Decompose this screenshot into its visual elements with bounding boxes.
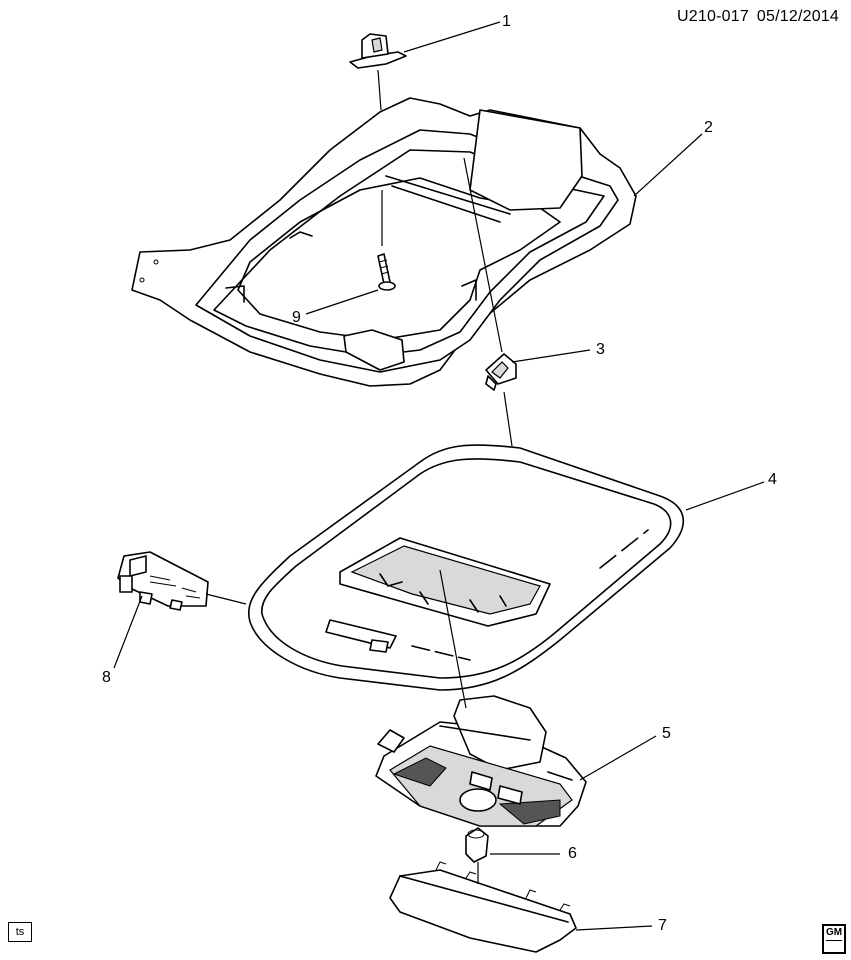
diagram-date: 05/12/2014 <box>756 8 839 25</box>
part-2-frame <box>131 97 637 387</box>
callout-4: 4 <box>768 471 777 488</box>
part-9-screw <box>377 253 396 291</box>
callout-3: 3 <box>596 341 605 358</box>
callout-leaders <box>113 21 765 931</box>
callout-2: 2 <box>704 119 713 136</box>
diagram-code: U210-017 <box>677 8 749 25</box>
part-8-switch <box>117 551 209 611</box>
part-7-lens <box>389 861 577 953</box>
part-6-bulb <box>465 827 489 863</box>
callout-1: 1 <box>502 13 511 30</box>
ts-label-box: ts <box>8 922 32 942</box>
callout-9: 9 <box>292 309 301 326</box>
callout-7: 7 <box>658 917 667 934</box>
part-5-dome-lamp <box>375 695 587 827</box>
header-code: U210-017 05/12/2014 <box>669 8 839 26</box>
part-4-trim-panel <box>248 444 685 691</box>
callout-8: 8 <box>102 669 111 686</box>
part-1-clip <box>349 33 407 69</box>
gm-logo: GM <box>822 924 846 954</box>
gm-logo-underline <box>826 940 842 949</box>
gm-logo-text: GM <box>825 927 843 938</box>
assembly-lines <box>205 69 513 884</box>
callout-6: 6 <box>568 845 577 862</box>
part-3-clip <box>485 353 517 391</box>
callout-5: 5 <box>662 725 671 742</box>
